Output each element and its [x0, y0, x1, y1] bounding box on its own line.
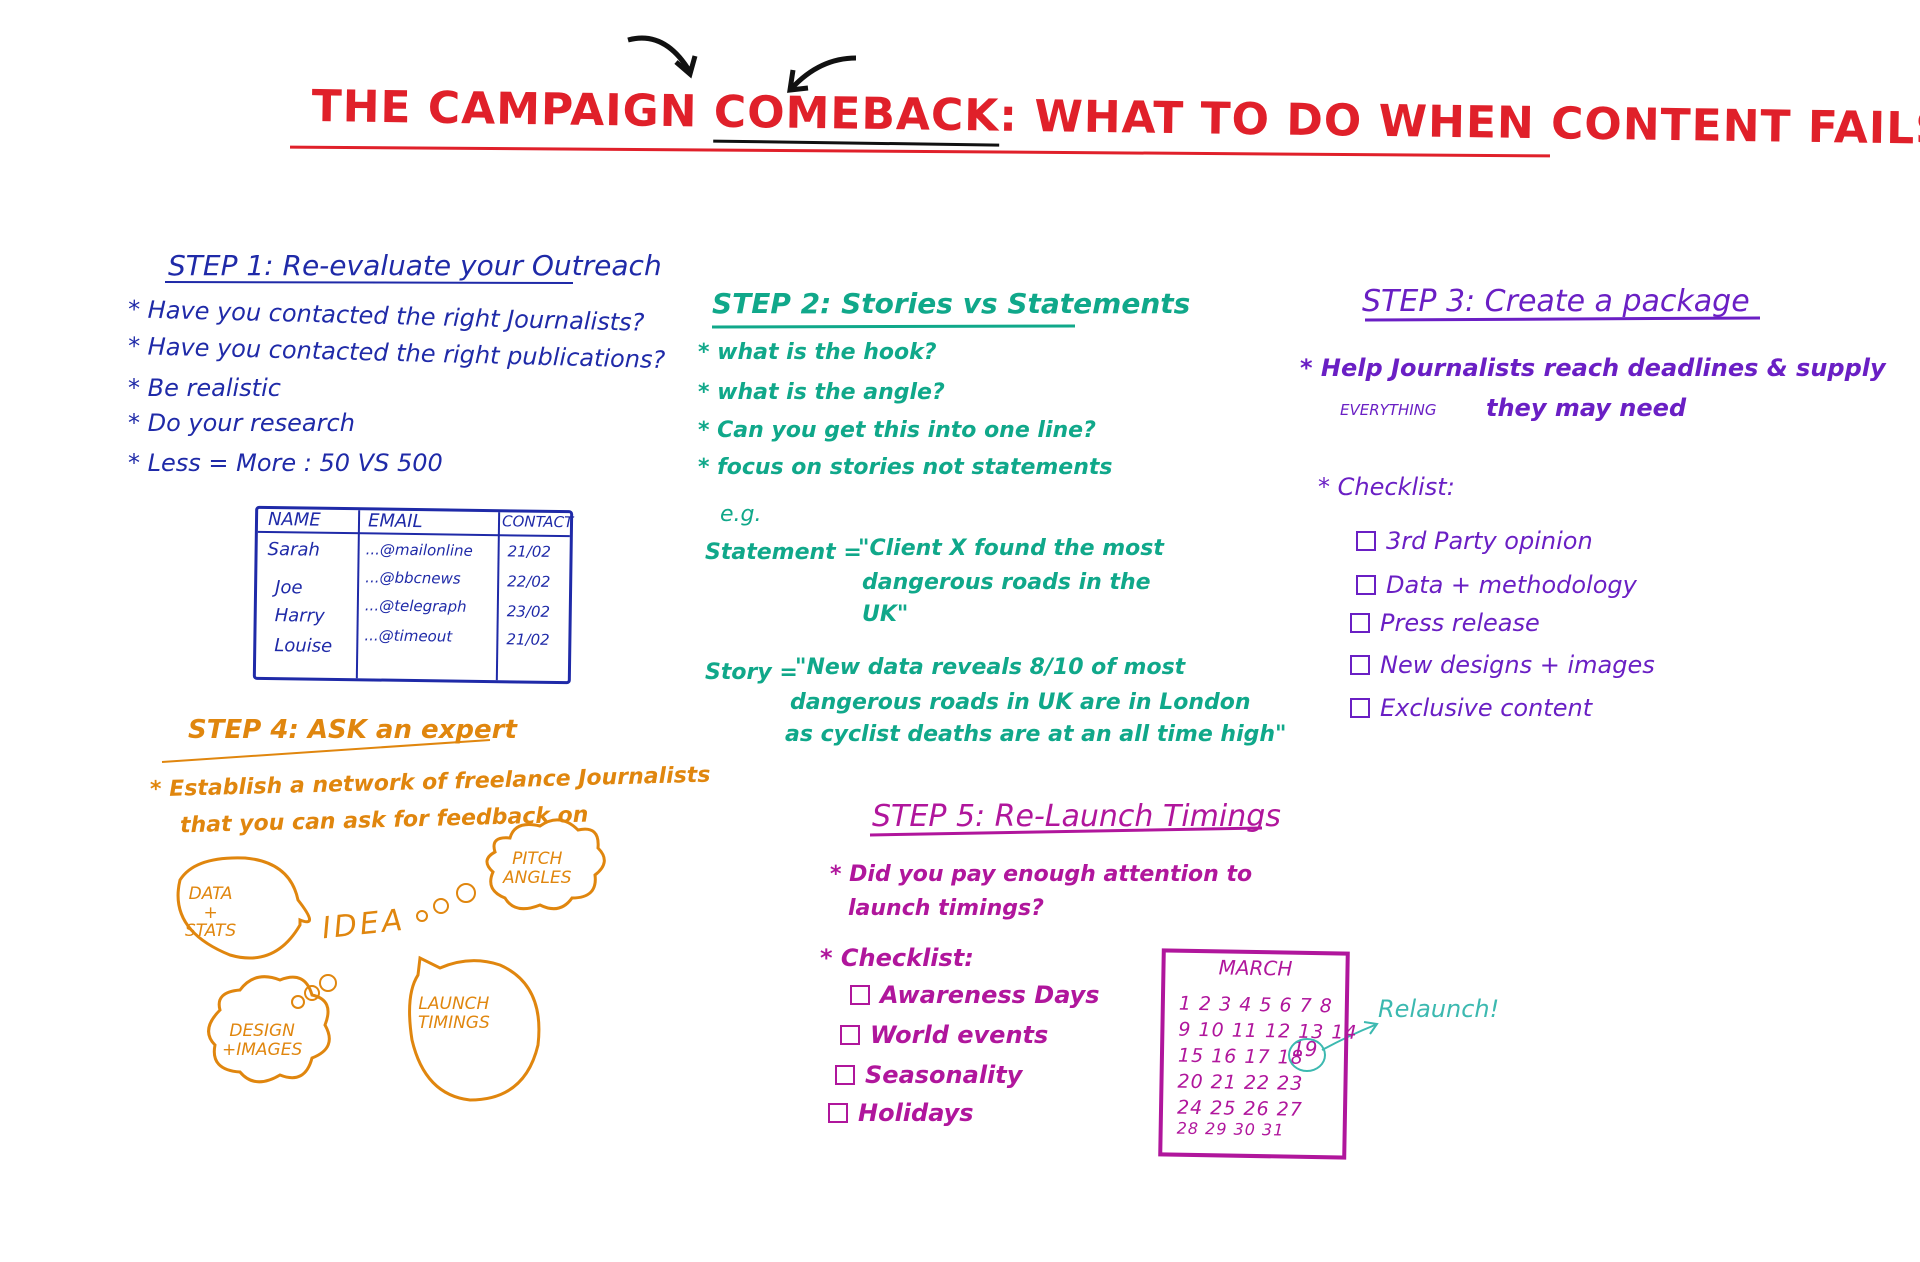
checkbox-icon [1350, 655, 1370, 675]
calendar-month: MARCH [1218, 955, 1293, 981]
step3-bullet-everything: EVERYTHING [1340, 401, 1437, 419]
checkbox-icon [828, 1103, 848, 1123]
step3-check-text: New designs + images [1380, 651, 1655, 679]
calendar-row-3: 15 16 17 18 [1177, 1044, 1304, 1069]
story-label: Story = [705, 660, 798, 685]
checkbox-icon [1356, 531, 1376, 551]
step1-bullet-3: * Be realistic [128, 374, 281, 402]
table-row-4-name: Louise [274, 635, 333, 657]
table-header-email: EMAIL [367, 510, 423, 533]
table-row-3-name: Harry [274, 605, 325, 627]
step2-bullet-3: * Can you get this into one line? [698, 418, 1096, 443]
statement-line-1: "Client X found the most [858, 536, 1164, 561]
data-stats-bubble [176, 856, 311, 960]
step1-heading: STEP 1: Re-evaluate your Outreach [168, 249, 662, 282]
step3-checklist-item-5: Exclusive content [1350, 694, 1593, 723]
step2-bullet-2: * what is the angle? [698, 380, 945, 405]
table-row-2-email: ...@bbcnews [365, 568, 461, 588]
checkbox-icon [850, 985, 870, 1005]
table-row-4-date: 21/02 [506, 630, 550, 649]
step2-bullet-4: * focus on stories not statements [698, 455, 1113, 480]
table-row-1-name: Sarah [267, 538, 321, 561]
table-header-name: NAME [267, 508, 321, 531]
step5-checklist-item-3: Seasonality [835, 1061, 1023, 1090]
step5-bullet-line2: launch timings? [848, 896, 1044, 921]
step5-checklist-item-4: Holidays [828, 1099, 974, 1128]
checkbox-icon [1350, 613, 1370, 633]
step1-bullet-5: * Less = More : 50 VS 500 [128, 449, 443, 477]
checkbox-icon [835, 1065, 855, 1085]
statement-line-3: UK" [862, 602, 909, 627]
calendar-row-6: 28 29 30 31 [1176, 1118, 1285, 1140]
outreach-table: NAME EMAIL CONTACT Sarah ...@mailonline … [252, 505, 574, 685]
table-row-2-date: 22/02 [507, 572, 551, 591]
checkbox-icon [840, 1025, 860, 1045]
step5-check-text: Seasonality [865, 1061, 1023, 1089]
step3-check-text: Exclusive content [1380, 694, 1593, 722]
highlight-circle [1288, 1038, 1326, 1072]
step5-checklist-label: * Checklist: [820, 944, 974, 972]
calendar-row-4: 20 21 22 23 [1177, 1070, 1304, 1095]
step3-checklist-label: * Checklist: [1318, 473, 1455, 501]
design-images-bubble [207, 975, 331, 1084]
step5-check-text: Holidays [858, 1099, 974, 1127]
calendar-row-5: 24 25 26 27 [1176, 1096, 1304, 1121]
table-row-4-email: ...@timeout [364, 626, 453, 646]
step2-eg: e.g. [720, 502, 762, 527]
statement-label: Statement = [705, 540, 862, 565]
table-row-3-date: 23/02 [506, 602, 551, 621]
step5-check-text: World events [870, 1021, 1049, 1049]
table-row-2-name: Joe [274, 577, 303, 599]
pitch-angles-bubble [485, 818, 606, 911]
step3-heading: STEP 3: Create a package [1362, 284, 1750, 319]
step3-check-text: Data + methodology [1386, 571, 1637, 599]
table-row-1-date: 21/02 [507, 542, 551, 561]
bubble-pitch-angles-text: PITCH ANGLES [503, 849, 572, 888]
step5-bullet-line1: * Did you pay enough attention to [830, 862, 1253, 887]
bubble-data-stats-text: DATA + STATS [185, 884, 237, 942]
step3-bullet-line1: * Help Journalists reach deadlines & sup… [1300, 354, 1886, 382]
relaunch-note: Relaunch! [1378, 995, 1500, 1023]
calendar-row-1: 1 2 3 4 5 6 7 8 [1178, 992, 1334, 1018]
checkbox-icon [1350, 698, 1370, 718]
table-row-3-email: ...@telegraph [364, 596, 467, 616]
story-line-1: "New data reveals 8/10 of most [795, 655, 1186, 680]
launch-timings-bubble [408, 955, 541, 1102]
relaunch-arrow-icon [1321, 1024, 1376, 1051]
step2-heading: STEP 2: Stories vs Statements [712, 287, 1191, 320]
statement-line-2: dangerous roads in the [862, 570, 1151, 595]
story-line-2: dangerous roads in UK are in London [790, 690, 1251, 715]
table-header-contact: CONTACT [501, 512, 574, 532]
step3-checklist-item-1: 3rd Party opinion [1356, 527, 1593, 556]
step5-checklist-item-1: Awareness Days [850, 981, 1100, 1010]
calendar-row-2: 9 10 11 12 13 14 [1178, 1018, 1358, 1044]
step3-checklist-item-3: Press release [1350, 609, 1540, 638]
step3-checklist-item-4: New designs + images [1350, 651, 1655, 680]
step3-check-text: 3rd Party opinion [1386, 527, 1593, 555]
table-row-1-email: ...@mailonline [365, 540, 473, 560]
step3-bullet-line2: they may need [1486, 394, 1687, 422]
step5-heading: STEP 5: Re-Launch Timings [872, 799, 1281, 834]
step3-checklist-item-2: Data + methodology [1356, 571, 1637, 600]
step1-bullet-4: * Do your research [128, 409, 355, 437]
arrow-right-icon [790, 55, 857, 90]
story-line-3: as cyclist deaths are at an all time hig… [785, 722, 1287, 747]
checkbox-icon [1356, 575, 1376, 595]
step5-check-text: Awareness Days [880, 981, 1100, 1009]
step4-heading: STEP 4: ASK an expert [188, 715, 517, 745]
step5-checklist-item-2: World events [840, 1021, 1049, 1050]
arrow-left-icon [627, 35, 693, 74]
bubble-launch-timings-text: LAUNCH TIMINGS [418, 994, 490, 1033]
step3-check-text: Press release [1380, 609, 1540, 637]
step2-bullet-1: * what is the hook? [698, 340, 937, 365]
bubble-design-images-text: DESIGN +IMAGES [222, 1021, 303, 1060]
